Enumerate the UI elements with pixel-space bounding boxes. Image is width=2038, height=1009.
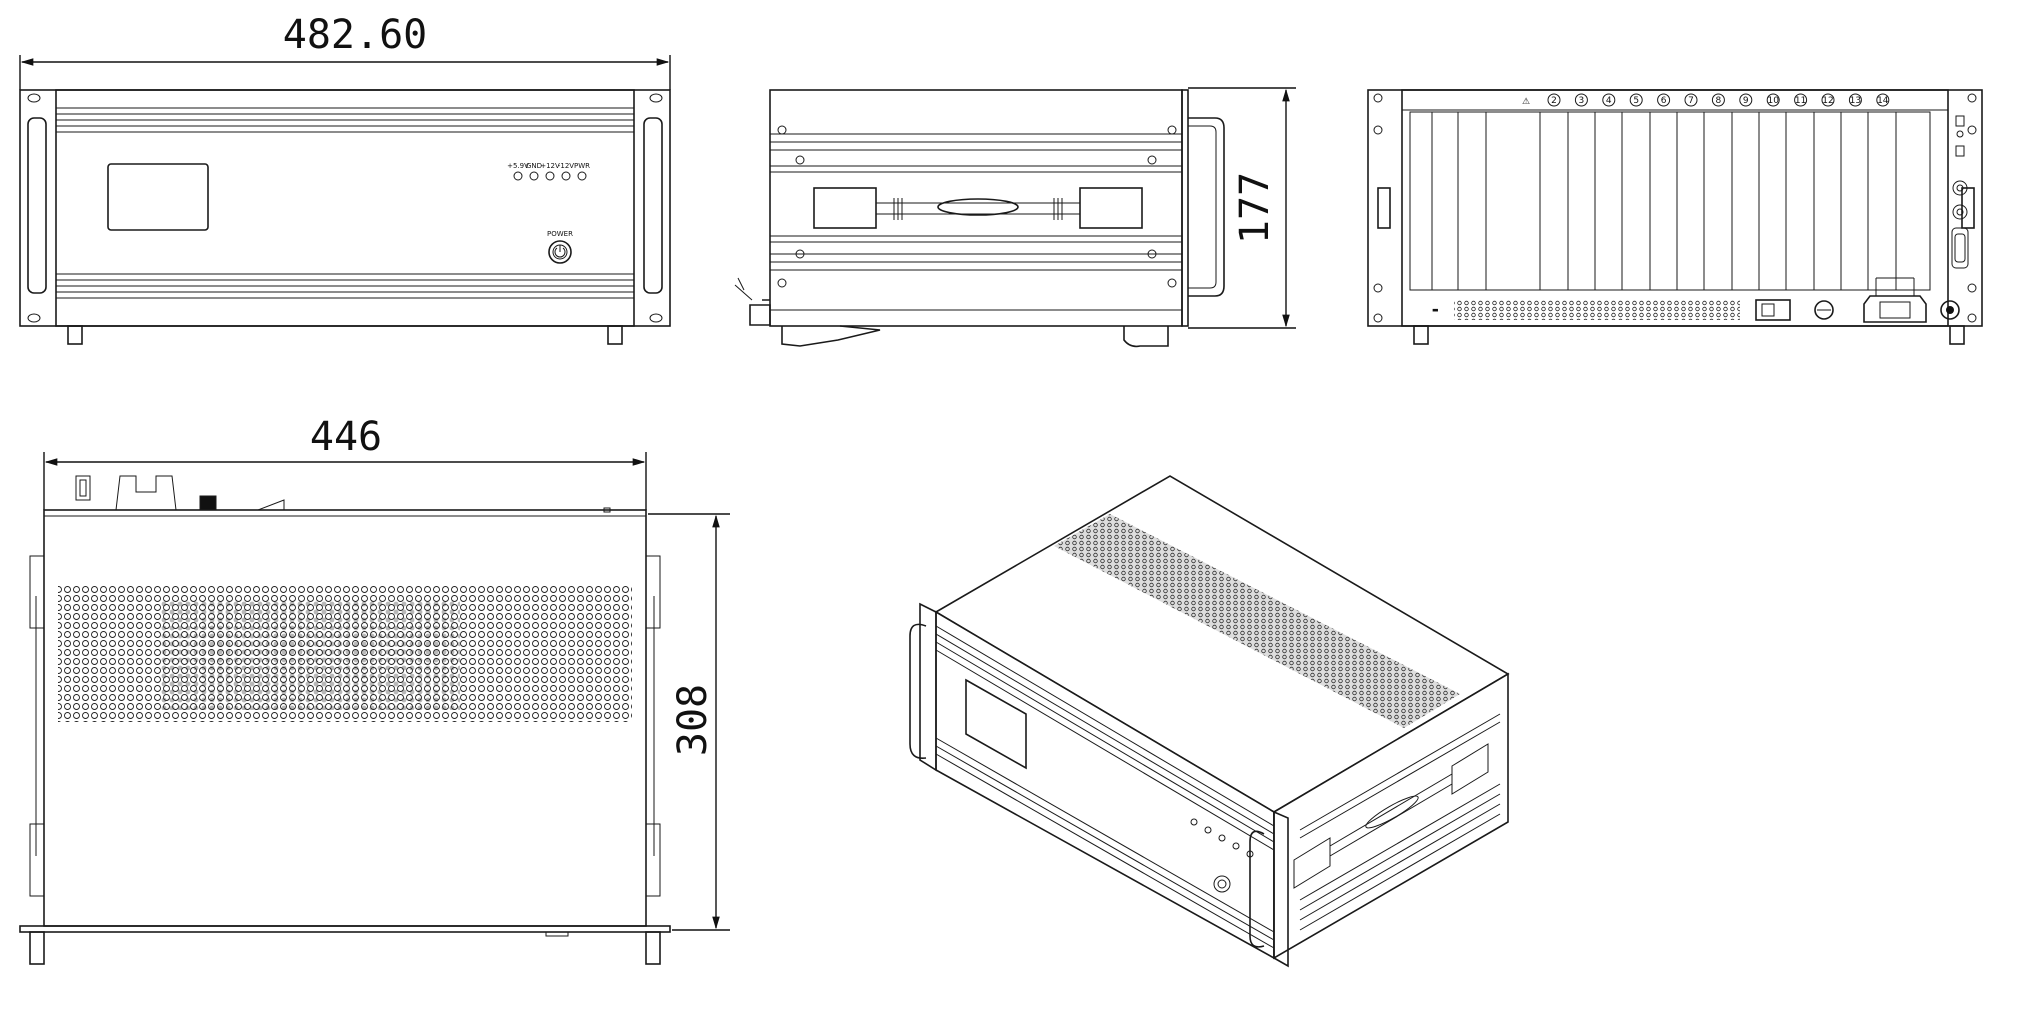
slot-number: 9 — [1743, 96, 1749, 106]
slot-number-circle — [1876, 93, 1890, 107]
slot-number-circle — [1602, 93, 1616, 107]
top-view: 446 — [19, 414, 730, 965]
slot-number: 7 — [1688, 96, 1694, 106]
slot-number: 14 — [1877, 96, 1889, 106]
front-view: 482.60 +5.9V GND — [19, 12, 671, 345]
svg-text:-12V: -12V — [558, 162, 574, 170]
power-button — [548, 240, 572, 264]
handle-left — [27, 117, 47, 294]
selector-mark: ▬ — [1432, 306, 1439, 314]
rear-view: ⚠ 2 3 4 5 6 7 8 9 10 11 12 13 14 — [1367, 89, 1983, 345]
svg-text:GND: GND — [526, 162, 542, 170]
dimension-label-front-width: 482.60 — [283, 12, 428, 58]
slot-number-circle — [1684, 93, 1698, 107]
slot-number-circle — [1574, 93, 1588, 107]
svg-text:+12V: +12V — [540, 162, 560, 170]
slot-number-circle — [1848, 93, 1862, 107]
power-label: POWER — [547, 230, 573, 238]
slot-number-circle — [1739, 93, 1753, 107]
dimension-top-width: 446 — [43, 414, 647, 510]
slot-number-circle — [1547, 93, 1561, 107]
slot-number: 2 — [1551, 96, 1557, 106]
display-window — [107, 163, 209, 231]
dimension-label-depth: 308 — [670, 684, 716, 756]
slot-number: 12 — [1822, 96, 1833, 106]
slot-number: 4 — [1606, 96, 1612, 106]
slot-number: 5 — [1633, 96, 1639, 106]
slot-number-circle — [1766, 93, 1780, 107]
led-group: +5.9V GND +12V -12V PWR — [507, 162, 590, 181]
warning-symbol: ⚠ — [1522, 97, 1530, 107]
svg-text:PWR: PWR — [574, 162, 590, 170]
slot-number: 11 — [1795, 96, 1806, 106]
slot-number-circle — [1821, 93, 1835, 107]
slot-number: 10 — [1767, 96, 1779, 106]
slot-number-circle — [1629, 93, 1643, 107]
slot-number-circle — [1711, 93, 1725, 107]
dimension-height: 177 — [1188, 87, 1296, 329]
slot-number: 8 — [1716, 96, 1722, 106]
slot-number-circle — [1657, 93, 1671, 107]
dimension-front-width: 482.60 — [19, 12, 671, 90]
dimension-label-height: 177 — [1232, 172, 1278, 244]
svg-text:+5.9V: +5.9V — [507, 162, 529, 170]
slot-number: 6 — [1661, 96, 1667, 106]
side-view: 177 — [734, 87, 1296, 348]
card-slots — [1409, 111, 1931, 291]
slot-number: 13 — [1850, 96, 1861, 106]
slot-number-circle — [1794, 93, 1808, 107]
slot-number-row: 2 3 4 5 6 7 8 9 10 11 12 13 14 — [1547, 93, 1890, 107]
slot-number: 3 — [1579, 96, 1585, 106]
dimension-label-top-width: 446 — [310, 414, 382, 460]
dimension-depth: 308 — [648, 513, 730, 931]
handle-right — [643, 117, 663, 294]
isometric-view — [909, 475, 1510, 968]
